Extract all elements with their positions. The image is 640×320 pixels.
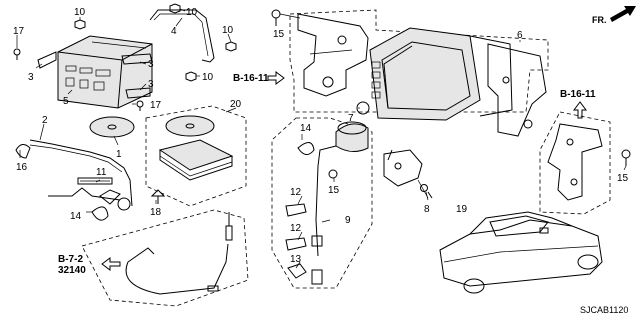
gps-antenna-box <box>271 117 373 289</box>
callout-4: 4 <box>171 26 177 37</box>
nut-10-right <box>225 41 237 52</box>
vehicle-location-illustration <box>439 211 603 294</box>
leader-lines <box>16 8 627 269</box>
callout-13: 13 <box>290 254 302 265</box>
kit-manual <box>158 139 234 181</box>
callout-15b: 15 <box>328 185 340 196</box>
callout-10a: 10 <box>74 7 86 18</box>
connector-11 <box>77 177 113 185</box>
left-bracket <box>297 13 369 97</box>
callout-9: 9 <box>345 215 351 226</box>
nut-10-top <box>74 19 86 30</box>
screw-18 <box>150 189 166 204</box>
callout-labels: 17 10 10 10 4 3 3 3 5 10 17 20 2 1 16 11… <box>13 7 629 265</box>
callout-1: 1 <box>116 149 122 160</box>
callout-15c: 15 <box>617 173 629 184</box>
callout-10c: 10 <box>222 25 234 36</box>
stay-bracket <box>149 9 215 63</box>
callout-5: 5 <box>63 96 69 107</box>
bracket-right-upper <box>121 53 153 65</box>
callout-20: 20 <box>230 99 242 110</box>
callout-6: 6 <box>517 30 523 41</box>
kit-box <box>145 105 247 207</box>
side-bracket-box <box>539 111 611 215</box>
clip-14-lower <box>91 206 109 221</box>
clip-13 <box>287 263 307 279</box>
svg-text:B-16-11: B-16-11 <box>560 89 596 100</box>
bracket-right-lower <box>125 87 151 99</box>
svg-text:B-16-11: B-16-11 <box>233 73 269 84</box>
callout-15a: 15 <box>273 29 285 40</box>
map-disc <box>89 116 135 138</box>
antenna-cable <box>125 212 233 295</box>
connector-9 <box>311 235 323 285</box>
bolt-17-left <box>13 48 21 60</box>
display-bracket-box <box>289 9 549 113</box>
clip-12-upper <box>285 203 307 217</box>
callout-18: 18 <box>150 207 162 218</box>
right-bracket <box>487 43 547 137</box>
svg-text:B-7-2: B-7-2 <box>58 254 83 265</box>
kit-disc <box>165 115 215 137</box>
callout-3a: 3 <box>28 72 34 83</box>
bolt-17-right <box>136 100 144 111</box>
callout-7: 7 <box>348 113 354 124</box>
cable-harness-2 <box>29 139 133 211</box>
display-unit <box>369 27 513 121</box>
callout-14a: 14 <box>300 123 312 134</box>
front-arrow-icon <box>610 6 636 22</box>
callout-17a: 17 <box>13 26 25 37</box>
antenna-cable-box <box>81 209 249 307</box>
bracket-8 <box>383 149 423 187</box>
diagram-code: SJCAB1120 <box>580 305 628 315</box>
callout-10b: 10 <box>186 7 198 18</box>
ref-b16-left: B-16-11 <box>233 71 285 85</box>
nut-10-lower <box>185 71 197 82</box>
screw-19 <box>420 184 433 199</box>
bracket-left <box>37 51 57 69</box>
front-label: FR. <box>592 15 607 25</box>
bolt-15-right <box>621 149 631 166</box>
mount-7 <box>356 101 370 115</box>
ref-b16-right: B-16-11 <box>560 89 596 119</box>
clamp-16 <box>15 144 31 159</box>
callout-12b: 12 <box>290 223 302 234</box>
callout-17b: 17 <box>150 100 162 111</box>
side-bracket <box>547 123 603 201</box>
callout-14b: 14 <box>70 211 82 222</box>
gps-antenna <box>315 121 369 257</box>
bolt-15-antenna <box>328 169 338 179</box>
clip-14-upper <box>297 142 315 155</box>
callout-19: 19 <box>456 204 468 215</box>
ref-b7: B-7-2 32140 <box>58 254 121 276</box>
bolt-15-top <box>271 9 301 26</box>
callout-16: 16 <box>16 162 28 173</box>
callout-2: 2 <box>42 115 48 126</box>
callout-3b: 3 <box>148 59 154 70</box>
svg-text:32140: 32140 <box>58 265 86 276</box>
callout-12a: 12 <box>290 187 302 198</box>
callout-3c: 3 <box>148 79 154 90</box>
callout-8: 8 <box>424 204 430 215</box>
front-direction-indicator: FR. <box>592 6 636 25</box>
clip-12-lower <box>285 237 307 251</box>
nut-10-stay <box>169 3 181 14</box>
callout-10d: 10 <box>202 72 214 83</box>
callout-11: 11 <box>96 167 107 178</box>
